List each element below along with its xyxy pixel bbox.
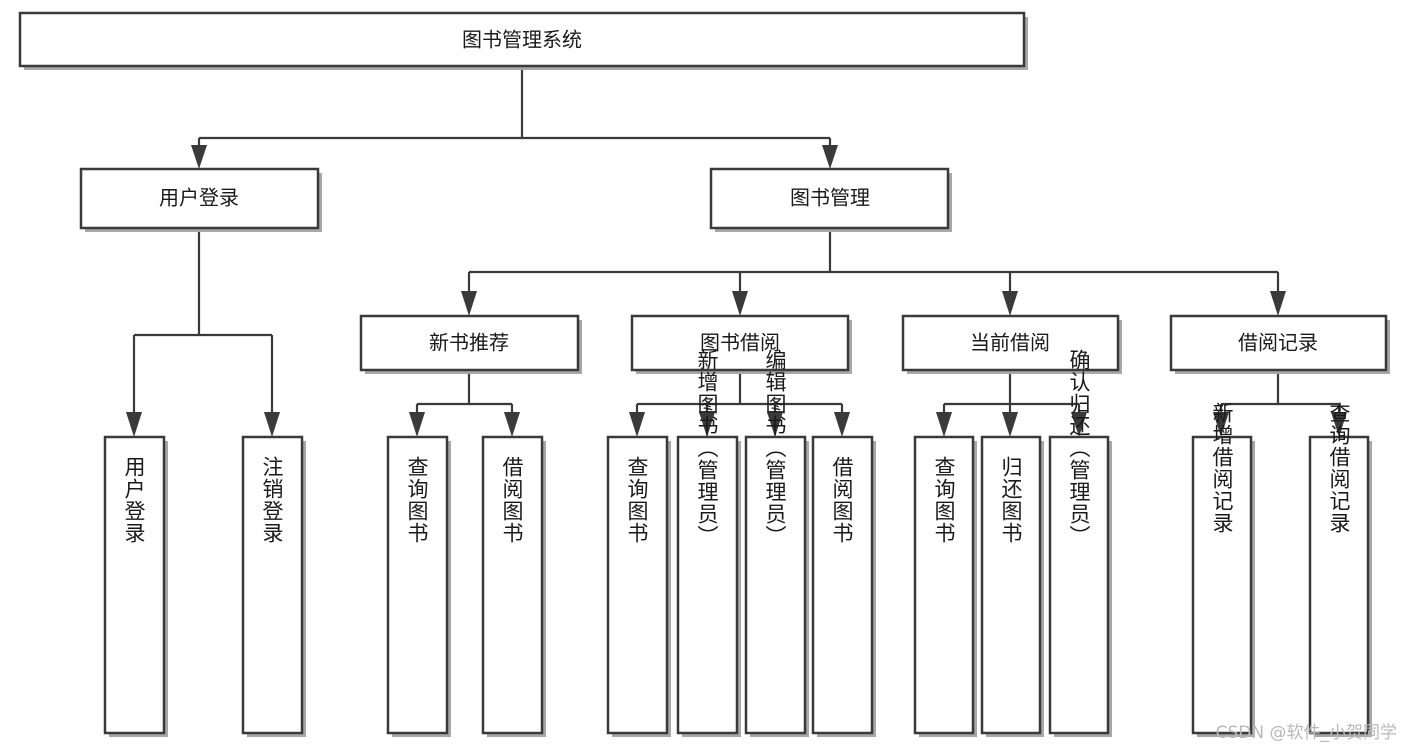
node-leaf-add-book-admin-box[interactable]	[676, 435, 739, 735]
node-borrow-record[interactable]: 借阅记录	[1169, 314, 1390, 374]
node-root-box[interactable]	[18, 11, 1026, 68]
node-leaf-query-borrow-record-box[interactable]	[1308, 435, 1370, 735]
node-leaf-query-book-2[interactable]: 查询图书	[606, 435, 671, 737]
node-leaf-borrow-book-1-box[interactable]	[481, 435, 544, 735]
arrow-br-leaf-1	[1213, 412, 1229, 437]
node-user-login-box[interactable]	[79, 167, 320, 230]
arrow-to-current-borrow	[1002, 291, 1018, 316]
arrow-bb-leaf-4	[834, 412, 850, 437]
arrow-nbr-leaf-1	[409, 412, 425, 437]
node-leaf-add-borrow-record-box[interactable]	[1191, 435, 1253, 735]
arrow-cb-leaf-3	[1071, 412, 1087, 437]
node-current-borrow-box[interactable]	[901, 314, 1120, 372]
node-leaf-logout-box[interactable]	[241, 435, 304, 735]
node-leaf-borrow-book-2[interactable]: 借阅图书	[811, 435, 876, 737]
node-book-management-box[interactable]	[709, 167, 950, 230]
node-leaf-edit-book-admin-label: 编辑图书（管理员）	[763, 349, 787, 547]
node-leaf-borrow-book-1[interactable]: 借阅图书	[481, 435, 546, 737]
node-leaf-return-book-label: 归还图书	[999, 456, 1023, 544]
arrow-bb-leaf-2	[699, 412, 715, 437]
node-leaf-add-borrow-record[interactable]: 新增借阅记录	[1191, 402, 1255, 737]
node-leaf-edit-book-admin-box[interactable]	[744, 435, 807, 735]
arrow-cb-leaf-2	[1002, 412, 1018, 437]
node-leaf-query-book-3-box[interactable]	[913, 435, 975, 735]
arrow-to-leaf-logout	[264, 412, 280, 437]
node-leaf-return-book[interactable]: 归还图书	[980, 435, 1044, 737]
node-leaf-user-login-label: 用户登录	[122, 456, 146, 544]
node-leaf-add-book-admin-label: 新增图书（管理员）	[695, 349, 719, 547]
node-leaf-return-book-box[interactable]	[980, 435, 1042, 735]
node-leaf-query-book-3[interactable]: 查询图书	[913, 435, 977, 737]
connector-layer	[126, 66, 1347, 437]
arrow-to-new-book-rec	[461, 291, 477, 316]
node-leaf-query-book-2-label: 查询图书	[625, 456, 649, 544]
node-leaf-query-book-1-label: 查询图书	[405, 456, 429, 544]
arrow-to-book-borrow	[732, 291, 748, 316]
node-new-book-recommend[interactable]: 新书推荐	[359, 314, 582, 374]
node-leaf-query-borrow-record[interactable]: 查询借阅记录	[1308, 402, 1372, 737]
node-leaf-confirm-return-admin-box[interactable]	[1048, 435, 1110, 735]
node-leaf-query-book-2-box[interactable]	[606, 435, 669, 735]
node-new-book-recommend-label: 新书推荐	[429, 331, 509, 355]
node-borrow-record-label: 借阅记录	[1238, 331, 1318, 355]
node-leaf-confirm-return-admin-label: 确认归还（管理员）	[1067, 349, 1091, 547]
node-leaf-query-book-1[interactable]: 查询图书	[386, 435, 451, 737]
node-user-login[interactable]: 用户登录	[79, 167, 322, 232]
arrow-br-leaf-2	[1331, 412, 1347, 437]
arrow-nbr-leaf-2	[504, 412, 520, 437]
arrow-to-leaf-user-login	[126, 412, 142, 437]
node-leaf-add-borrow-record-label: 新增借阅记录	[1210, 402, 1234, 534]
node-user-login-label: 用户登录	[159, 186, 239, 210]
node-leaf-query-book-1-box[interactable]	[386, 435, 449, 735]
node-book-borrow-label: 图书借阅	[700, 331, 780, 355]
node-root-label: 图书管理系统	[462, 28, 582, 52]
node-leaf-borrow-book-2-label: 借阅图书	[830, 456, 854, 544]
node-leaf-query-book-3-label: 查询图书	[932, 456, 956, 544]
node-current-borrow[interactable]: 当前借阅	[901, 314, 1122, 374]
node-new-book-recommend-box[interactable]	[359, 314, 580, 372]
node-book-management-label: 图书管理	[790, 186, 870, 210]
arrow-to-borrow-record	[1270, 291, 1286, 316]
node-leaf-borrow-book-2-box[interactable]	[811, 435, 874, 735]
node-book-borrow-box[interactable]	[630, 314, 850, 372]
arrow-bb-leaf-3	[767, 412, 783, 437]
node-leaf-add-book-admin[interactable]: 新增图书（管理员）	[676, 349, 741, 737]
node-leaf-user-login-box[interactable]	[103, 435, 166, 735]
node-root[interactable]: 图书管理系统	[18, 11, 1028, 70]
node-leaf-confirm-return-admin[interactable]: 确认归还（管理员）	[1048, 349, 1112, 737]
node-leaf-borrow-book-1-label: 借阅图书	[500, 456, 524, 544]
node-leaf-user-login[interactable]: 用户登录	[103, 435, 168, 737]
arrow-cb-leaf-1	[936, 412, 952, 437]
arrow-bb-leaf-1	[629, 412, 645, 437]
arrow-to-book-mgmt	[822, 145, 838, 169]
node-book-borrow[interactable]: 图书借阅	[630, 314, 852, 374]
node-borrow-record-box[interactable]	[1169, 314, 1388, 372]
node-leaf-query-borrow-record-label: 查询借阅记录	[1327, 402, 1351, 534]
arrow-to-user-login	[191, 145, 207, 169]
node-leaf-logout[interactable]: 注销登录	[241, 435, 306, 737]
node-current-borrow-label: 当前借阅	[970, 331, 1050, 355]
node-book-management[interactable]: 图书管理	[709, 167, 952, 232]
node-leaf-edit-book-admin[interactable]: 编辑图书（管理员）	[744, 349, 809, 737]
node-leaf-logout-label: 注销登录	[260, 456, 284, 544]
